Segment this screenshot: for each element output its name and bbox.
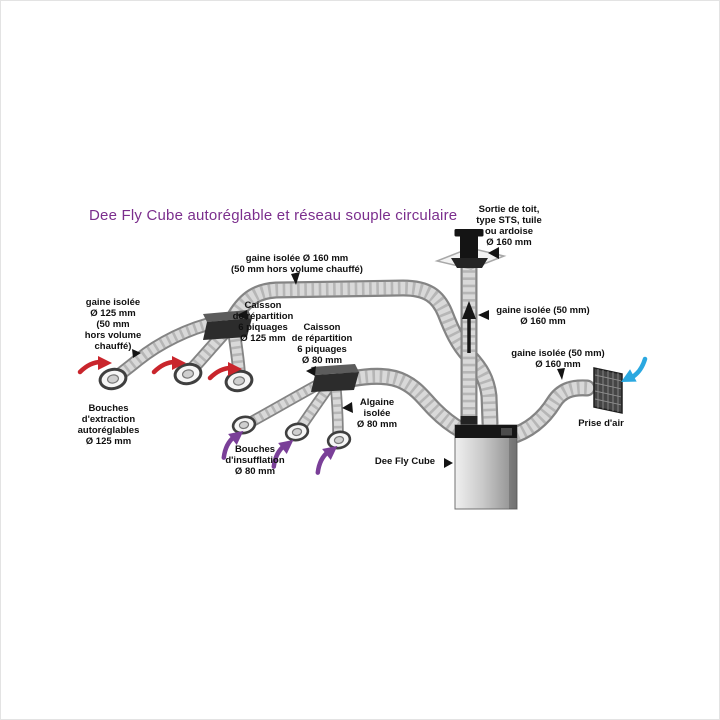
label-line: (50 mm	[96, 319, 130, 330]
label-line: Caisson	[303, 322, 341, 333]
air-intake-grille	[593, 367, 623, 414]
label-line: Bouches	[88, 403, 129, 414]
label-line: ou ardoise	[484, 226, 534, 237]
pointer-caisson125-icon	[237, 310, 247, 320]
label-sortie-de-toit: Sortie de toit, type STS, tuile ou ardoi…	[459, 204, 559, 248]
label-line: (50 mm hors volume chauffé)	[231, 264, 363, 275]
label-pointer-arrows	[132, 247, 565, 468]
roof-outlet	[434, 229, 507, 270]
label-line: gaine isolée	[85, 297, 141, 308]
label-algaine: Algaine isolée Ø 80 mm	[351, 397, 403, 430]
label-line: gaine isolée (50 mm)	[511, 348, 605, 359]
extraction-airflow-arrow-icon	[77, 356, 112, 375]
insufflation-airflow-arrow-icon	[221, 430, 244, 460]
diagram-title: Dee Fly Cube autoréglable et réseau soup…	[89, 207, 458, 224]
label-bouches-extraction: Bouches d'extraction autoréglables Ø 125…	[61, 403, 156, 447]
pointer-sortie-toit-icon	[488, 247, 499, 259]
extraction-vent-1	[98, 367, 128, 391]
label-line: d'extraction	[81, 414, 136, 425]
label-line: 6 piquages	[238, 322, 288, 333]
label-line: Caisson	[244, 300, 282, 311]
label-line: autoréglables	[77, 425, 140, 436]
label-line: Ø 160 mm	[520, 316, 566, 327]
duct-insufflation-branch-3	[336, 390, 338, 432]
label-line: Ø 125 mm	[90, 308, 136, 319]
label-line: Ø 160 mm	[486, 237, 532, 248]
label-line: gaine isolée (50 mm)	[496, 305, 590, 316]
label-caisson-125: Caisson de répartition 6 piquages Ø 125 …	[218, 300, 308, 344]
caisson-repartition-80	[311, 364, 359, 392]
label-line: de répartition	[232, 311, 294, 322]
pointer-gaine50-upper-icon	[478, 310, 489, 320]
label-line: Ø 160 mm	[535, 359, 581, 370]
label-dee-fly-cube: Dee Fly Cube	[366, 456, 444, 467]
label-gaine-50-lower: gaine isolée (50 mm) Ø 160 mm	[503, 348, 613, 370]
pointer-gaine50-lower-icon	[557, 368, 565, 380]
label-line: Prise d'air	[578, 418, 624, 429]
extraction-airflow-arrow-icon	[207, 362, 242, 381]
label-gaine-50-upper: gaine isolée (50 mm) Ø 160 mm	[491, 305, 595, 327]
pointer-caisson80-icon	[306, 366, 316, 376]
label-line: Ø 80 mm	[356, 419, 398, 430]
label-line: chauffé)	[94, 341, 132, 352]
label-line: Algaine	[359, 397, 395, 408]
label-caisson-80: Caisson de répartition 6 piquages Ø 80 m…	[281, 322, 363, 366]
exhaust-flow-up-arrow-icon	[462, 301, 476, 353]
label-gaine-160-top: gaine isolée Ø 160 mm (50 mm hors volume…	[197, 253, 397, 275]
insufflation-vent-1	[231, 415, 257, 435]
label-line: d'insufflation	[225, 455, 285, 466]
label-line: isolée	[363, 408, 391, 419]
pointer-gaine160-icon	[291, 272, 300, 285]
caisson-repartition-125	[203, 310, 252, 340]
label-line: Bouches	[234, 444, 276, 455]
label-line: Ø 125 mm	[240, 333, 286, 344]
label-line: hors volume	[84, 330, 142, 341]
pointer-algaine-icon	[342, 402, 353, 413]
extraction-vent-2	[173, 362, 203, 386]
label-line: Ø 80 mm	[234, 466, 276, 477]
label-line: Ø 80 mm	[301, 355, 343, 366]
label-line: type STS, tuile	[476, 215, 542, 226]
intake-airflow-arrow-icon	[620, 356, 648, 382]
duct-air-intake	[509, 388, 587, 437]
label-bouches-insufflation: Bouches d'insufflation Ø 80 mm	[211, 444, 299, 477]
insufflation-vent-2	[284, 422, 310, 442]
label-line: gaine isolée Ø 160 mm	[245, 253, 349, 264]
label-prise-air: Prise d'air	[569, 418, 633, 429]
label-line: Dee Fly Cube	[374, 456, 436, 467]
insufflation-airflow-arrow-icon	[315, 445, 338, 475]
extraction-airflow-arrow-icon	[151, 356, 186, 375]
label-line: Sortie de toit,	[478, 204, 540, 215]
extraction-vent-3	[224, 369, 254, 393]
insufflation-airflow-arrow-icon	[271, 439, 294, 469]
label-line: Ø 125 mm	[85, 436, 132, 447]
pointer-gaine125-icon	[132, 349, 141, 358]
pointer-dee-fly-cube-icon	[444, 458, 453, 468]
insufflation-vent-3	[326, 430, 352, 450]
label-gaine-125: gaine isolée Ø 125 mm (50 mm hors volume…	[63, 297, 163, 352]
label-line: 6 piquages	[297, 344, 347, 355]
dee-fly-cube-unit	[454, 416, 518, 510]
label-line: de répartition	[291, 333, 353, 344]
